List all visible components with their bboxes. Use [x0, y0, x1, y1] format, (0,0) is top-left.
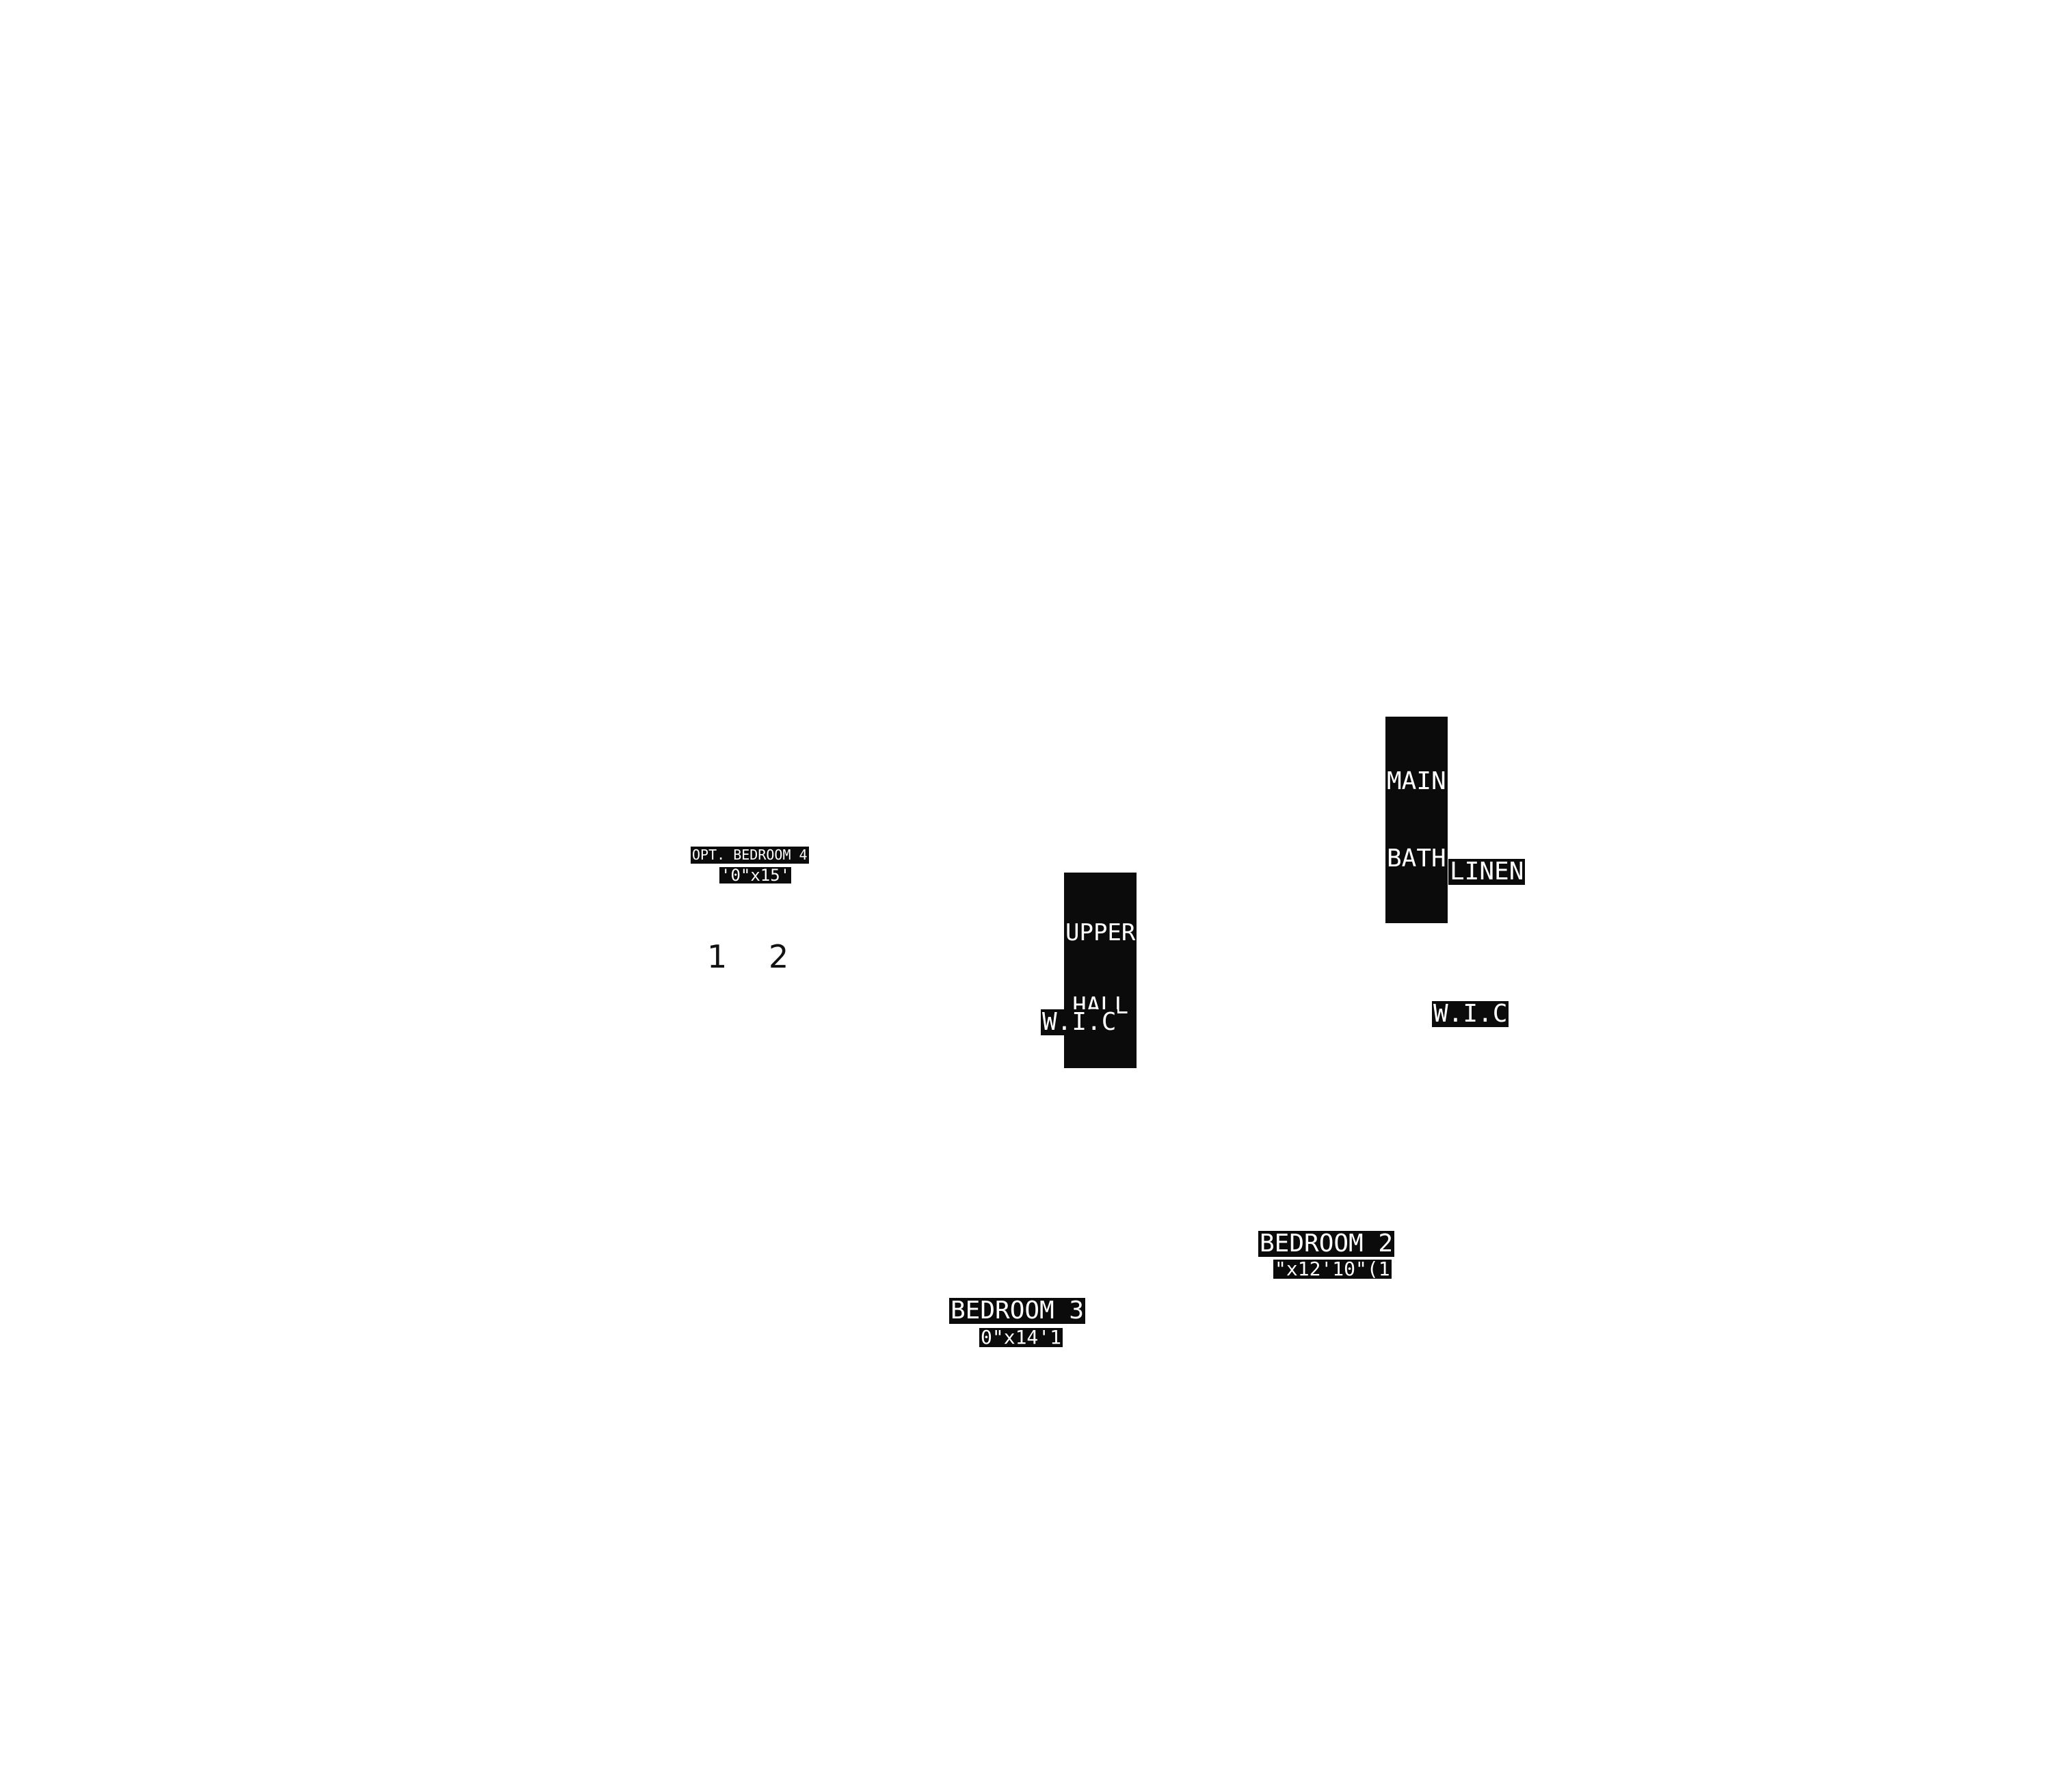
main-bath-label: MAIN BATH — [1385, 717, 1448, 924]
wic-left-label: W.I.C — [1041, 1008, 1118, 1036]
opt-bedroom-4-dims: '0"x15' — [719, 866, 792, 885]
linen-label: LINEN — [1448, 858, 1526, 886]
wic-right-label: W.I.C — [1432, 1000, 1509, 1028]
main-bath-line2: BATH — [1387, 844, 1446, 873]
upper-hall-line1: UPPER — [1065, 919, 1136, 947]
upper-hall-label: UPPER HALL — [1064, 873, 1137, 1068]
stair-marker-1: 1 — [707, 938, 728, 975]
opt-bedroom-4-label: OPT. BEDROOM 4 — [691, 847, 809, 864]
bedroom-2-label: BEDROOM 2 — [1258, 1230, 1395, 1258]
bedroom-2-dims: "x12'10"(1 — [1273, 1258, 1392, 1280]
stair-marker-2: 2 — [769, 938, 789, 975]
bedroom-3-label: BEDROOM 3 — [949, 1297, 1086, 1325]
bedroom-3-dims: 0"x14'1 — [979, 1326, 1063, 1348]
main-bath-line1: MAIN — [1387, 767, 1446, 795]
